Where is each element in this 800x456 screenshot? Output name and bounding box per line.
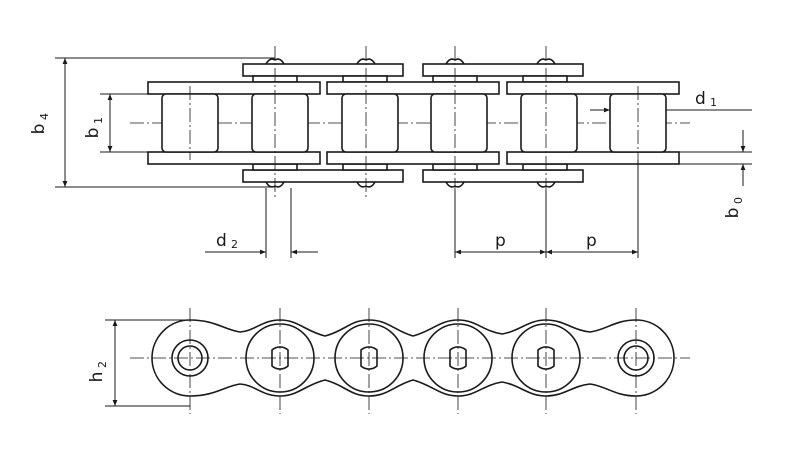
d1-subscript: 1	[710, 96, 717, 109]
top-view	[130, 46, 690, 200]
dimension-b1: b 1	[83, 93, 162, 153]
b4-label: b	[29, 124, 49, 135]
d2-label: d	[216, 231, 227, 251]
dimension-p: p p	[454, 160, 639, 258]
p-label-2: p	[586, 231, 597, 251]
outer-plate-bottom-2	[422, 169, 584, 183]
end-pins	[171, 339, 655, 377]
outer-plate-top-2	[422, 63, 584, 77]
rollers	[161, 93, 667, 153]
inner-plate-bottom-2	[326, 151, 500, 165]
side-pin-centerlines	[189, 308, 637, 414]
inner-plate-bottom-1	[147, 151, 321, 165]
h2-subscript: 2	[96, 361, 109, 368]
link-plate-outline	[151, 319, 675, 397]
d2-subscript: 2	[231, 238, 238, 251]
middle-pins	[271, 346, 555, 370]
d1-label: d	[695, 89, 706, 109]
dimension-d2: d 2	[205, 188, 318, 258]
h2-label: h	[87, 372, 107, 383]
b4-subscript: 4	[38, 113, 51, 120]
side-view	[130, 308, 690, 414]
inner-plate-top-1	[147, 81, 321, 95]
dimension-d1: d 1	[590, 89, 752, 113]
outer-plate-bottom-1	[242, 169, 404, 183]
b1-subscript: 1	[92, 117, 105, 124]
b0-subscript: 0	[732, 197, 745, 204]
dimension-b0: b 0	[679, 130, 752, 218]
b0-label: b	[723, 208, 743, 219]
dimension-b4: b 4	[29, 57, 275, 188]
inner-plate-top-3	[506, 81, 680, 95]
p-label-1: p	[495, 231, 506, 251]
pin-centerlines	[189, 46, 639, 200]
outer-plate-top-1	[242, 63, 404, 77]
inner-plate-bottom-3	[506, 151, 680, 165]
link-circles	[245, 323, 581, 393]
inner-plate-top-2	[326, 81, 500, 95]
b1-label: b	[83, 128, 103, 139]
dimension-h2: h 2	[87, 319, 190, 407]
